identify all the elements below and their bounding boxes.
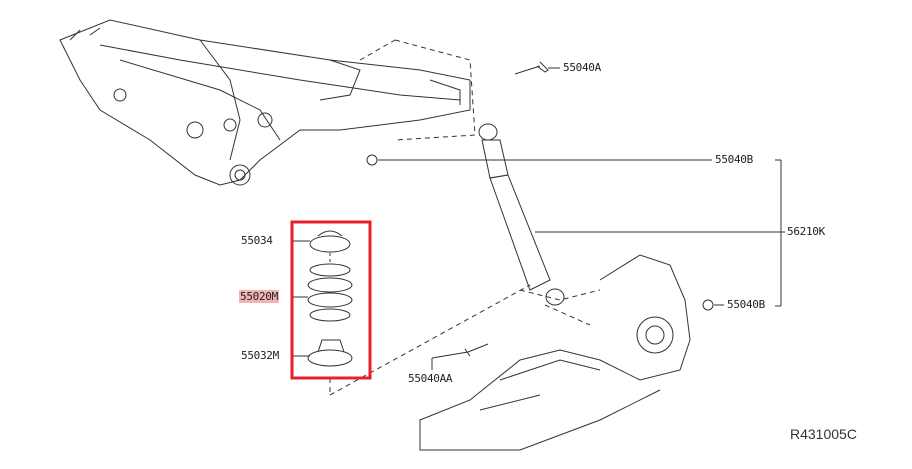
subframe-drawing (59, 19, 471, 186)
lower-arm-drawing (419, 254, 691, 451)
callout-55034[interactable]: 55034 (241, 234, 273, 247)
spring-seat-lower (307, 339, 353, 367)
callout-55040a[interactable]: 55040A (563, 61, 601, 74)
callout-55040aa[interactable]: 55040AA (408, 372, 453, 385)
nut-55040b-bottom (702, 299, 714, 311)
diagram-code: R431005C (790, 426, 857, 442)
spring-seat-upper (309, 230, 351, 253)
shock-absorber (478, 123, 565, 306)
highlight-box (290, 220, 372, 380)
callout-55040b-bottom[interactable]: 55040B (727, 298, 765, 311)
nut-55040b-top (366, 154, 378, 166)
bolt-55040aa (464, 343, 489, 357)
coil-spring (307, 263, 353, 322)
callout-55020m-highlighted[interactable]: 55020M (239, 290, 279, 303)
callout-56210k[interactable]: 56210K (787, 225, 825, 238)
bolt-55040a (514, 61, 549, 75)
callout-55040b-top[interactable]: 55040B (715, 153, 753, 166)
callout-55032m[interactable]: 55032M (241, 349, 279, 362)
